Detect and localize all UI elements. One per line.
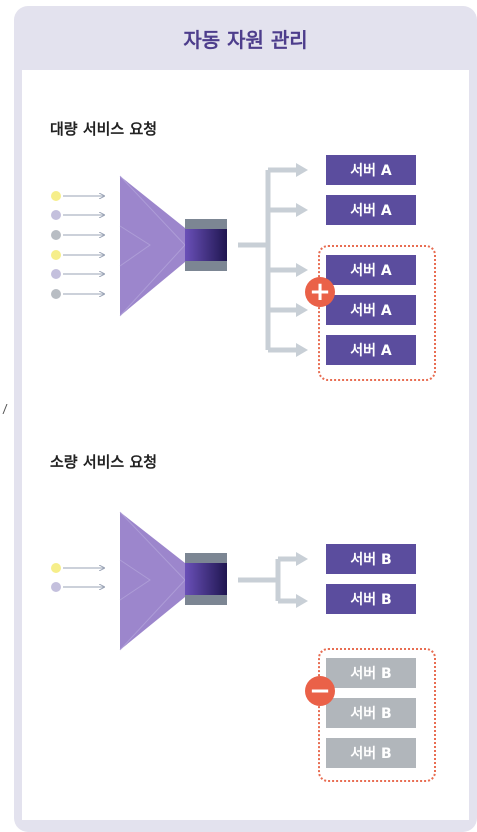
server-b-removed-3: 서버 B bbox=[326, 738, 416, 768]
server-b-removed-1: 서버 B bbox=[326, 658, 416, 688]
request-dots-high bbox=[51, 191, 104, 299]
request-dot bbox=[51, 230, 61, 240]
server-a-scaled-1: 서버 A bbox=[326, 255, 416, 285]
server-b-active-1: 서버 B bbox=[326, 544, 416, 574]
server-a-scaled-3: 서버 A bbox=[326, 335, 416, 365]
section-title-high-load: 대량 서비스 요청 bbox=[50, 120, 158, 138]
server-b-removed-2: 서버 B bbox=[326, 698, 416, 728]
request-dot bbox=[51, 582, 61, 592]
load-balancer-low bbox=[119, 511, 227, 651]
server-a-scaled-2: 서버 A bbox=[326, 295, 416, 325]
connector-high bbox=[238, 167, 298, 353]
side-tick-mark bbox=[2, 404, 8, 414]
balancer-box-overlay bbox=[185, 229, 227, 261]
plus-icon: + bbox=[305, 277, 335, 307]
request-dot bbox=[51, 269, 61, 279]
server-b-active-2: 서버 B bbox=[326, 584, 416, 614]
request-dot bbox=[51, 250, 61, 260]
funnel-shape bbox=[120, 176, 185, 316]
connector-arrowhead bbox=[296, 163, 308, 177]
request-dot bbox=[51, 191, 61, 201]
balancer-box-overlay bbox=[185, 563, 227, 595]
request-dot bbox=[51, 210, 61, 220]
connector-arrowhead bbox=[296, 343, 308, 357]
connector-arrowhead bbox=[296, 552, 308, 566]
card-title: 자동 자원 관리 bbox=[183, 27, 308, 52]
funnel-shape bbox=[120, 512, 185, 650]
connector-arrowheads-low bbox=[296, 552, 308, 608]
request-dot bbox=[51, 563, 61, 573]
scale-in-group bbox=[318, 648, 436, 782]
request-dots-low bbox=[51, 563, 104, 592]
connector-arrowhead bbox=[296, 303, 308, 317]
minus-icon: − bbox=[305, 676, 335, 706]
connector-arrowhead bbox=[296, 594, 308, 608]
server-a-active-2: 서버 A bbox=[326, 195, 416, 225]
request-dot bbox=[51, 289, 61, 299]
connector-arrowheads-high bbox=[296, 163, 308, 357]
connector-arrowhead bbox=[296, 203, 308, 217]
server-a-active-1: 서버 A bbox=[326, 155, 416, 185]
scale-out-group bbox=[318, 245, 436, 381]
load-balancer-high bbox=[119, 175, 227, 317]
connector-arrowhead bbox=[296, 263, 308, 277]
connector-low bbox=[238, 556, 298, 604]
section-title-low-load: 소량 서비스 요청 bbox=[50, 453, 158, 471]
